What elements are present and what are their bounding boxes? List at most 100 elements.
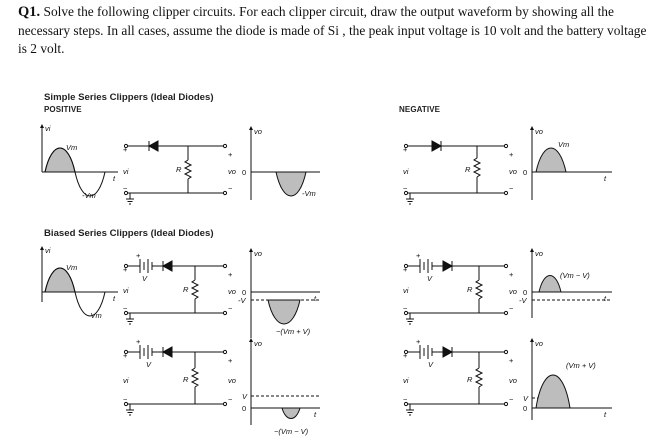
c6-batt-plus: +: [416, 337, 421, 346]
c5-batt-plus: +: [136, 337, 141, 346]
out4-t-label: t: [604, 294, 607, 303]
c3-vo-label: vo: [228, 287, 236, 296]
out1-neg-vm-label: -Vm: [302, 189, 316, 198]
input2-t-label: t: [113, 294, 116, 303]
c1-vi-label: vi: [123, 167, 129, 176]
out4-neg-v-label: -V: [519, 296, 527, 305]
input1-vi-label: vi: [45, 124, 51, 133]
c5-plus-out: +: [228, 356, 233, 365]
question-text: Solve the following clipper circuits. Fo…: [18, 4, 647, 56]
output-waveform-1: [249, 126, 320, 200]
out3-zero-label: 0: [242, 288, 246, 297]
c3-minus-in: −: [123, 304, 128, 313]
out6-vm-plus-v: (Vm + V): [566, 361, 596, 370]
question-number: Q1.: [18, 4, 41, 20]
c2-minus-out: −: [509, 184, 514, 193]
output-waveform-6: [530, 338, 612, 420]
c1-plus-in: +: [123, 145, 128, 154]
out3-vo-label: vo: [254, 249, 262, 258]
c6-vi-label: vi: [403, 376, 409, 385]
c5-vi-label: vi: [123, 376, 129, 385]
output-waveform-3: [249, 248, 320, 338]
output-waveform-5: [249, 338, 320, 425]
out4-zero-label: 0: [523, 288, 527, 297]
out6-t-label: t: [604, 410, 607, 419]
input1-t-label: t: [113, 174, 116, 183]
out2-vo-label: vo: [535, 127, 543, 136]
input2-vm-label: Vm: [66, 263, 77, 272]
c2-plus-in: +: [403, 145, 408, 154]
c5-plus-in: +: [123, 351, 128, 360]
c1-vo-label: vo: [228, 167, 236, 176]
circuit-5: [123, 345, 228, 416]
c3-minus-out: −: [228, 304, 233, 313]
out5-zero-label: 0: [242, 404, 246, 413]
c5-r-label: R: [183, 375, 189, 384]
c1-minus-out: −: [228, 184, 233, 193]
c6-r-label: R: [467, 375, 473, 384]
c4-v-label: V: [427, 274, 433, 283]
out6-v-label: V: [523, 394, 529, 403]
circuit-3: [123, 259, 228, 325]
c4-vi-label: vi: [403, 286, 409, 295]
c4-plus-in: +: [403, 265, 408, 274]
c5-vo-label: vo: [228, 376, 236, 385]
negative-label: NEGATIVE: [399, 105, 441, 114]
out4-vo-label: vo: [535, 249, 543, 258]
c4-vo-label: vo: [509, 287, 517, 296]
out3-neg-v-label: -V: [238, 296, 246, 305]
biased-clippers-heading: Biased Series Clippers (Ideal Diodes): [44, 228, 214, 239]
out5-t-label: t: [314, 410, 317, 419]
out6-zero-label: 0: [523, 404, 527, 413]
c6-minus-in: −: [403, 395, 408, 404]
out2-t-label: t: [604, 174, 607, 183]
positive-label: POSITIVE: [44, 105, 82, 114]
c2-r-label: R: [465, 165, 471, 174]
input-waveform-2: [40, 246, 118, 317]
out5-v-label: V: [242, 392, 248, 401]
out5-vo-label: vo: [254, 339, 262, 348]
c4-minus-in: −: [403, 304, 408, 313]
c6-vo-label: vo: [509, 376, 517, 385]
circuit-1: [123, 140, 228, 205]
c2-minus-in: −: [403, 184, 408, 193]
out5-neg-vm-minus-v: −(Vm − V): [274, 427, 309, 436]
c3-v-label: V: [142, 274, 148, 283]
c3-r-label: R: [183, 285, 189, 294]
input1-vm-label: Vm: [66, 143, 77, 152]
out1-vo-label: vo: [254, 127, 262, 136]
c4-minus-out: −: [509, 304, 514, 313]
c2-vo-label: vo: [509, 167, 517, 176]
simple-clippers-heading: Simple Series Clippers (Ideal Diodes): [44, 92, 214, 103]
out2-zero-label: 0: [523, 168, 527, 177]
input1-neg-vm-label: -Vm: [82, 191, 96, 200]
out3-t-label: t: [314, 294, 317, 303]
c1-minus-in: −: [123, 184, 128, 193]
input-waveform-1: [40, 124, 118, 197]
c6-v-label: V: [428, 360, 434, 369]
c4-batt-plus: +: [416, 251, 421, 260]
c3-batt-plus: +: [136, 251, 141, 260]
c1-r-label: R: [176, 165, 182, 174]
c2-plus-out: +: [509, 150, 514, 159]
c5-v-label: V: [146, 360, 152, 369]
c3-vi-label: vi: [123, 286, 129, 295]
output-waveform-4: [530, 248, 612, 318]
c3-plus-in: +: [123, 265, 128, 274]
c4-r-label: R: [467, 285, 473, 294]
input2-vi-label: vi: [45, 246, 51, 255]
c1-plus-out: +: [228, 150, 233, 159]
out3-neg-vm-plus-v: −(Vm + V): [276, 327, 311, 336]
out2-vm-label: Vm: [558, 140, 569, 149]
output-waveform-2: [530, 126, 612, 200]
c2-vi-label: vi: [403, 167, 409, 176]
c3-plus-out: +: [228, 270, 233, 279]
c6-minus-out: −: [509, 395, 514, 404]
out4-vm-minus-v: (Vm − V): [560, 271, 590, 280]
c5-minus-in: −: [123, 395, 128, 404]
circuit-2: [403, 140, 509, 205]
out6-vo-label: vo: [535, 339, 543, 348]
c6-plus-out: +: [509, 356, 514, 365]
c4-plus-out: +: [509, 270, 514, 279]
